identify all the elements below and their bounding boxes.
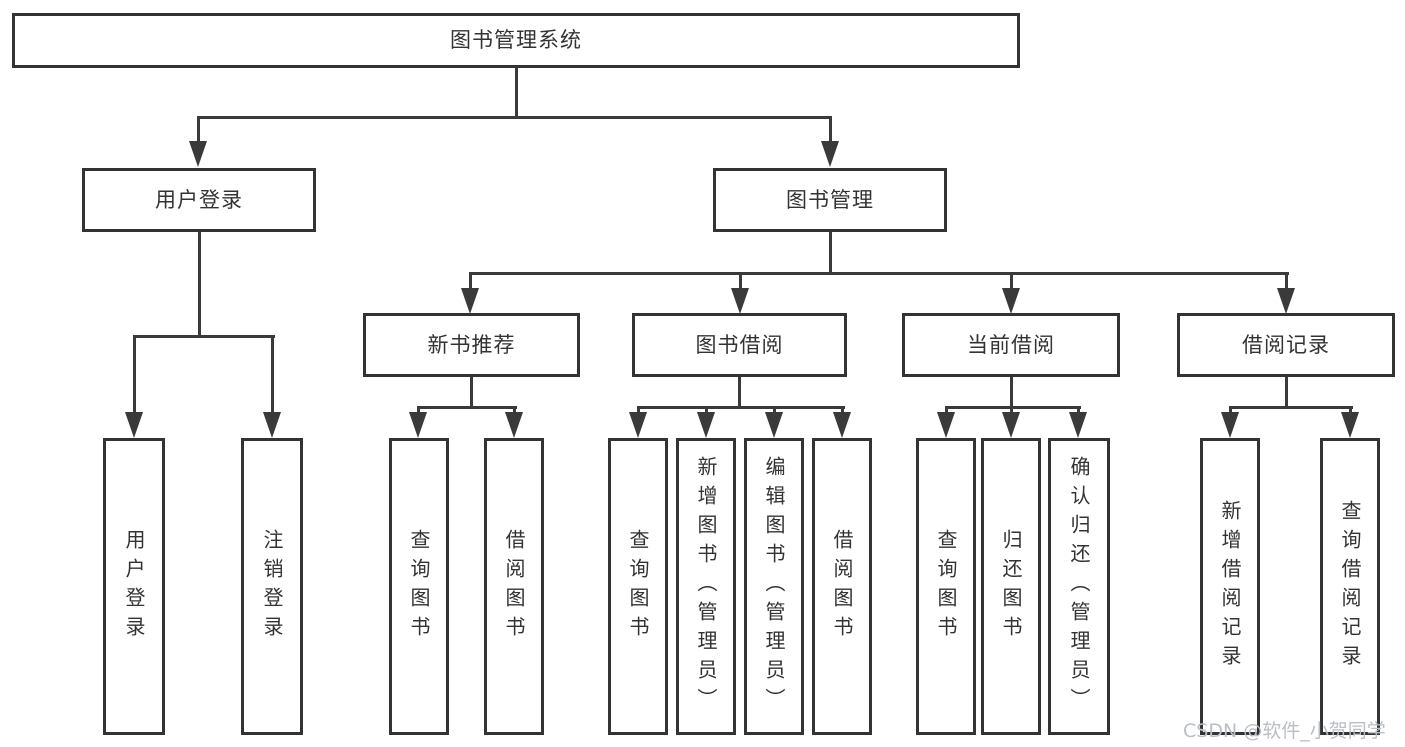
connector-line [1285,272,1288,290]
connector-line [1077,406,1080,414]
connector-line [469,272,472,290]
arrow-down-icon [833,412,851,438]
connector-line [515,68,518,117]
arrow-down-icon [189,141,207,167]
leaf-query-books-borrowing: 查询图书 [608,438,668,735]
leaf-edit-books-admin: 编辑图书（管理员） [744,438,804,735]
connector-line [271,335,274,414]
connector-line [513,406,516,414]
connector-line [469,272,1289,275]
connector-line [1010,377,1013,408]
connector-line [829,232,832,274]
leaf-logout: 注销登录 [241,438,303,735]
arrow-down-icon [1277,288,1295,314]
connector-line [1229,406,1353,409]
connector-line [417,406,420,414]
connector-line [841,406,844,414]
node-library-management-system: 图书管理系统 [12,13,1020,68]
connector-line [1285,377,1288,408]
arrow-down-icon [1221,412,1239,438]
arrow-down-icon [937,412,955,438]
arrow-down-icon [731,288,749,314]
leaf-return-books: 归还图书 [981,438,1041,735]
connector-line [133,335,136,414]
connector-line [197,116,200,143]
arrow-down-icon [409,412,427,438]
leaf-borrow-books-recommendation: 借阅图书 [484,438,544,735]
arrow-down-icon [629,412,647,438]
connector-line [198,232,201,337]
connector-line [197,116,832,119]
connector-line [1229,406,1232,414]
leaf-add-books-admin: 新增图书（管理员） [676,438,736,735]
connector-line [945,406,948,414]
arrow-down-icon [697,412,715,438]
node-new-book-recommendation: 新书推荐 [363,313,580,377]
connector-line [773,406,776,414]
leaf-add-borrowing-record: 新增借阅记录 [1200,438,1260,735]
connector-line [1349,406,1352,414]
connector-line [738,377,741,408]
arrow-down-icon [821,141,839,167]
node-current-borrowing: 当前借阅 [902,313,1120,377]
connector-line [945,406,1081,409]
leaf-query-borrowing-record: 查询借阅记录 [1320,438,1380,735]
connector-line [705,406,708,414]
leaf-query-books-current: 查询图书 [916,438,976,735]
node-book-management: 图书管理 [713,168,947,232]
arrow-down-icon [765,412,783,438]
connector-line [133,335,275,338]
connector-line [637,406,845,409]
connector-line [417,406,517,409]
connector-line [739,272,742,290]
arrow-down-icon [1002,288,1020,314]
leaf-borrow-books-borrowing: 借阅图书 [812,438,872,735]
connector-line [1010,272,1013,290]
arrow-down-icon [505,412,523,438]
arrow-down-icon [1002,412,1020,438]
connector-line [637,406,640,414]
leaf-confirm-return-admin: 确认归还（管理员） [1048,438,1110,735]
arrow-down-icon [1341,412,1359,438]
leaf-user-login: 用户登录 [103,438,165,735]
arrow-down-icon [263,412,281,438]
arrow-down-icon [1069,412,1087,438]
arrow-down-icon [125,412,143,438]
connector-line [829,116,832,143]
connector-line [1010,406,1013,414]
node-borrowing-records: 借阅记录 [1177,313,1395,377]
node-book-borrowing: 图书借阅 [632,313,847,377]
arrow-down-icon [461,288,479,314]
leaf-query-books-recommendation: 查询图书 [389,438,449,735]
connector-line [470,377,473,408]
node-user-login: 用户登录 [82,168,316,232]
csdn-watermark: CSDN @软件_小贺同学 [1183,720,1386,742]
